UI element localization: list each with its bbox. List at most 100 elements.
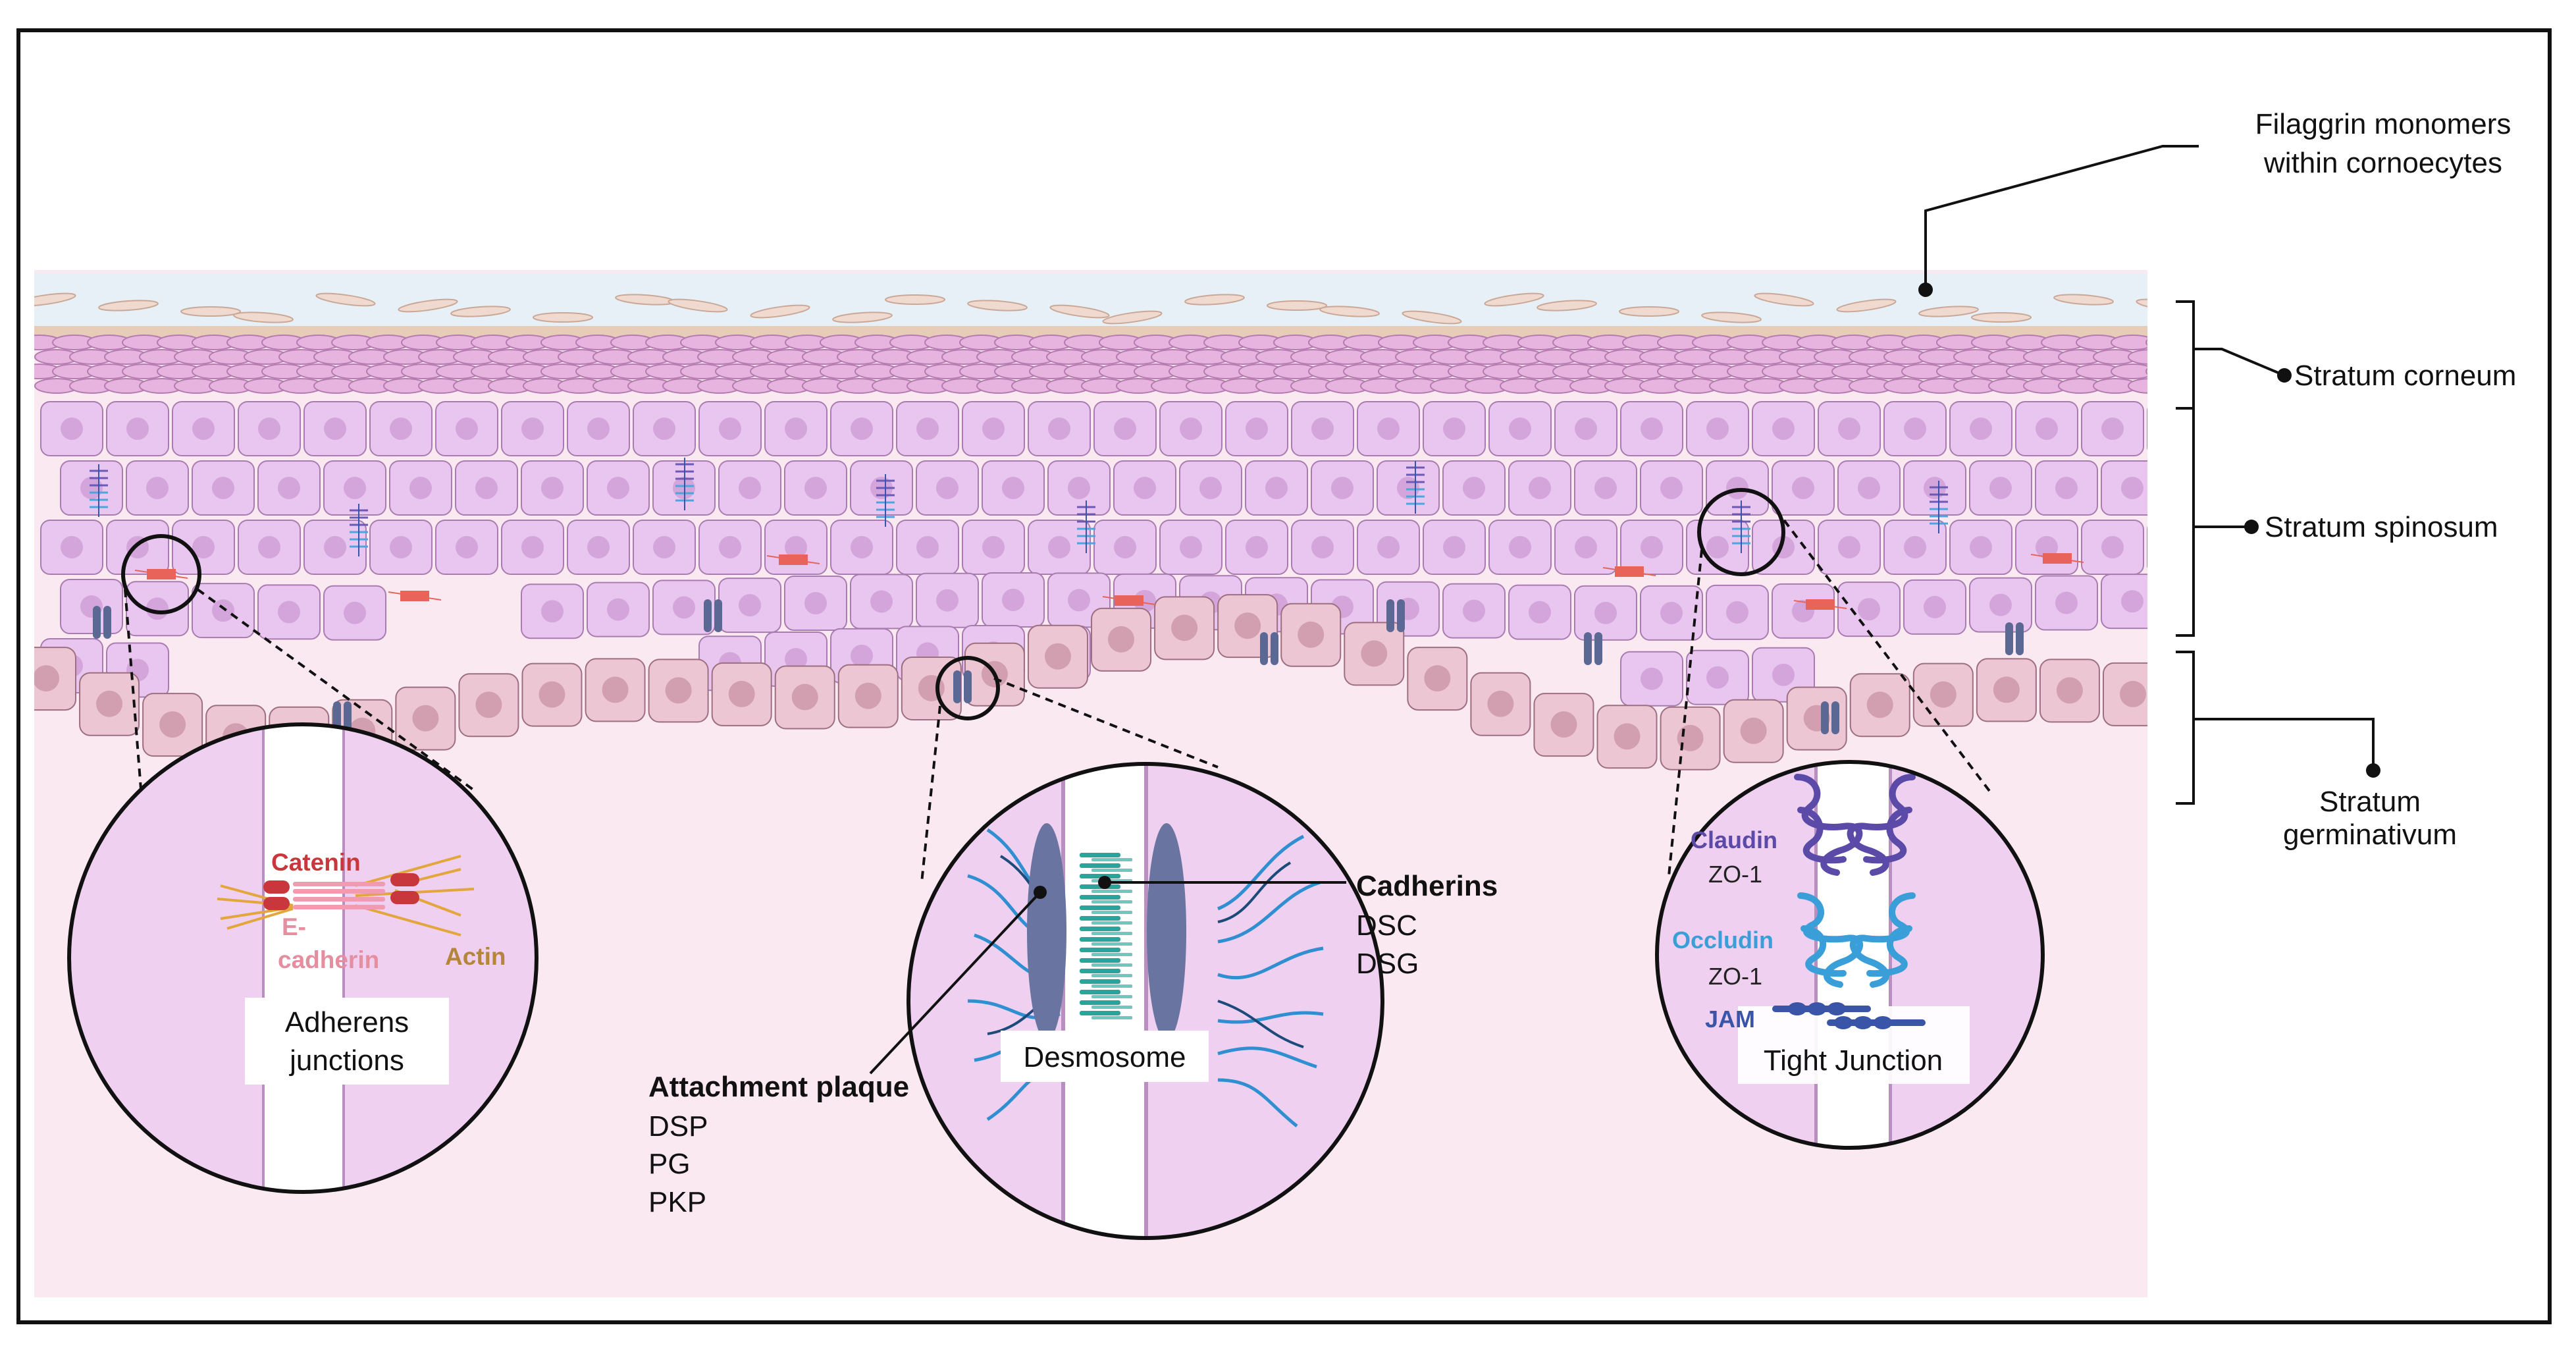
germinativum-cell bbox=[2103, 662, 2147, 726]
germinativum-cell bbox=[521, 662, 583, 727]
spinosum-cell bbox=[1357, 401, 1420, 456]
tight-junction-marker bbox=[876, 474, 895, 527]
corneocyte-flake bbox=[1537, 300, 1597, 311]
spinosum-cell bbox=[896, 520, 959, 575]
germinativum-cell bbox=[837, 664, 899, 728]
spinosum-cell bbox=[2081, 520, 2144, 575]
cadherins-dot bbox=[1098, 876, 1111, 889]
spinosum-cell bbox=[587, 581, 650, 637]
spinosum-cell bbox=[1159, 401, 1222, 456]
spinosum-cell bbox=[1442, 460, 1506, 516]
spinosum-cell bbox=[323, 585, 386, 641]
corneocyte-flake bbox=[1918, 306, 1979, 317]
germinativum-cell bbox=[774, 665, 835, 730]
spinosum-cell bbox=[1291, 520, 1354, 575]
germinativum-cell bbox=[1344, 622, 1405, 686]
filaggrin-flakes bbox=[34, 292, 2147, 325]
adherens-zoom-line-right bbox=[196, 588, 475, 792]
germinativum-cell bbox=[1533, 693, 1594, 757]
spinosum-cell bbox=[1423, 401, 1486, 456]
spinosum-cell bbox=[1488, 520, 1552, 575]
germinativum-cell bbox=[2039, 659, 2100, 723]
junction-markers bbox=[90, 458, 2084, 734]
attachment-plaque-right bbox=[1147, 823, 1186, 1040]
desmosome-callout-ring bbox=[935, 656, 1000, 720]
spinosum-cell bbox=[1969, 460, 2032, 516]
spinosum-cell bbox=[1640, 460, 1703, 516]
corneocyte-flake bbox=[1484, 292, 1544, 307]
germinativum-cell bbox=[1217, 594, 1278, 659]
spinosum-cell bbox=[172, 520, 235, 575]
spinosum-cell bbox=[521, 583, 584, 639]
spinosum-cell bbox=[1574, 585, 1637, 641]
adherens-marker bbox=[388, 591, 442, 601]
spinosum-cell bbox=[126, 460, 189, 516]
actin-label: Actin bbox=[445, 943, 506, 970]
tight-junction-marker bbox=[90, 464, 108, 517]
stratum-spinosum-label: Stratum spinosum bbox=[2265, 511, 2498, 543]
desmosome-marker bbox=[704, 599, 722, 632]
spinosum-cell bbox=[257, 460, 321, 516]
spinosum-cell bbox=[1159, 520, 1222, 575]
spinosum-cell bbox=[698, 401, 762, 456]
corneum-leader bbox=[2194, 348, 2285, 377]
spinosum-cell bbox=[369, 520, 433, 575]
germinativum-cell bbox=[1407, 647, 1468, 711]
spinosum-cell bbox=[1949, 401, 2012, 456]
spinosum-cell bbox=[106, 520, 169, 575]
tight-junction-callout-ring bbox=[1697, 488, 1785, 576]
corneocyte-flake bbox=[398, 298, 458, 313]
e-cadherin-label-line1: E- bbox=[282, 913, 306, 940]
germinativum-cell bbox=[648, 659, 709, 723]
corneum-cell bbox=[2145, 338, 2147, 346]
spinosum-cell bbox=[501, 520, 564, 575]
zo1-label-claudin: ZO-1 bbox=[1708, 861, 1762, 888]
spinosum-cell bbox=[2035, 460, 2098, 516]
spinosum-cell bbox=[633, 520, 696, 575]
spinosum-cell bbox=[567, 401, 630, 456]
claudin-strands bbox=[1794, 774, 1916, 876]
germinativum-cell bbox=[1280, 603, 1342, 667]
spinosum-cell bbox=[40, 401, 103, 456]
tight-junction-marker bbox=[1930, 481, 1948, 533]
spinosum-cell bbox=[784, 575, 847, 631]
desmosomal-cadherins bbox=[1080, 853, 1132, 1019]
filaggrin-label-line2: within cornoecytes bbox=[2263, 147, 2502, 179]
spinosum-cell bbox=[1772, 460, 1835, 516]
corneocyte-flake bbox=[2053, 294, 2114, 306]
corneocyte-flake bbox=[1319, 306, 1380, 317]
corneocyte-flake bbox=[2136, 298, 2147, 313]
desmosome-marker bbox=[953, 670, 972, 703]
spinosum-cell bbox=[1508, 460, 1571, 516]
spinosum-cell bbox=[1093, 401, 1157, 456]
germinativum-cell bbox=[585, 658, 646, 722]
corneocyte-flake bbox=[98, 300, 159, 311]
spinosum-cell bbox=[2035, 575, 2098, 631]
spinosum-cell bbox=[1113, 460, 1176, 516]
tight-junction-marker bbox=[1406, 461, 1425, 514]
spinosum-cell bbox=[1488, 401, 1552, 456]
spinosum-cell bbox=[896, 401, 959, 456]
germinativum-cell bbox=[1660, 706, 1721, 770]
spinosum-cell bbox=[389, 460, 452, 516]
spinosum-cell bbox=[1311, 460, 1374, 516]
desmosome-marker bbox=[1821, 701, 1839, 734]
spinosum-cell bbox=[718, 460, 781, 516]
corneocyte-flake bbox=[1754, 292, 1814, 307]
germinativum-cell bbox=[395, 686, 456, 751]
corneum-cell bbox=[2145, 367, 2147, 375]
catenin-right-top bbox=[390, 873, 419, 886]
desmosome-title-box bbox=[1001, 1031, 1209, 1082]
spinosum-cell bbox=[850, 574, 913, 630]
corneocyte-flake bbox=[750, 304, 810, 319]
spinosum-cell bbox=[1225, 520, 1288, 575]
e-cadherin-label-line2: cadherin bbox=[278, 946, 379, 973]
spinosum-cell bbox=[435, 401, 498, 456]
desmosome-marker bbox=[1260, 632, 1278, 665]
spinosum-cell bbox=[764, 520, 828, 575]
corneocyte-flake bbox=[315, 292, 376, 307]
desmosome-marker bbox=[93, 606, 111, 639]
corneocyte-flake bbox=[1836, 298, 1897, 313]
